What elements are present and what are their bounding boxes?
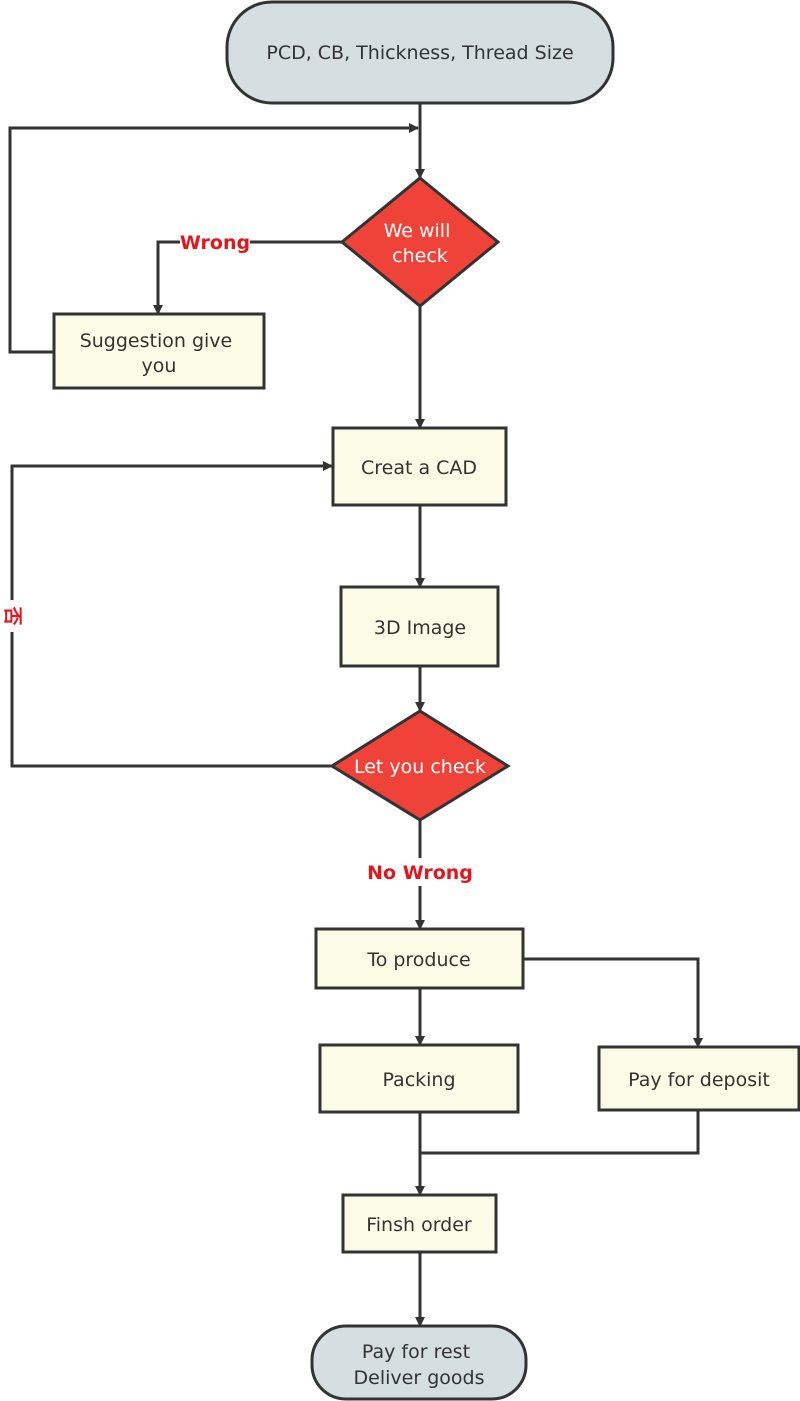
decision-let-you-check: Let you check — [329, 709, 511, 822]
edge-suggestion-loop-back — [8, 123, 419, 354]
3d-image-label: 3D Image — [374, 617, 466, 639]
edge-check1-wrong-to-suggestion — [153, 240, 342, 315]
to-produce-label: To produce — [366, 949, 470, 971]
packing-label: Packing — [382, 1069, 455, 1091]
finish-order-label: Finsh order — [366, 1214, 472, 1236]
pay-deposit-box: Pay for deposit — [597, 1045, 800, 1112]
edge-check2-no-loop — [10, 461, 333, 768]
decision-we-will-check-label: We will check — [384, 220, 457, 267]
start-terminal-label: PCD, CB, Thickness, Thread Size — [266, 42, 573, 64]
end-terminal: Pay for rest Deliver goods — [310, 1324, 528, 1401]
create-cad-label: Creat a CAD — [361, 457, 477, 479]
to-produce-box: To produce — [314, 927, 525, 990]
3d-image-box: 3D Image — [339, 585, 500, 668]
suggestion-box: Suggestion give you — [52, 312, 266, 390]
connectors — [8, 103, 703, 1327]
pay-deposit-label: Pay for deposit — [628, 1069, 770, 1091]
suggestion-box-label: Suggestion give you — [80, 330, 239, 377]
start-terminal: PCD, CB, Thickness, Thread Size — [225, 0, 615, 105]
edge-label-no: 否 — [2, 605, 24, 625]
end-terminal-label: Pay for rest Deliver goods — [354, 1341, 485, 1389]
decision-let-you-check-label: Let you check — [354, 756, 486, 778]
decision-we-will-check: We will check — [339, 176, 501, 308]
edge-deposit-merge — [420, 1110, 700, 1155]
edge-label-wrong: Wrong — [180, 232, 250, 254]
edge-label-no-wrong: No Wrong — [367, 862, 473, 884]
create-cad-box: Creat a CAD — [331, 426, 508, 507]
finish-order-box: Finsh order — [341, 1193, 498, 1254]
edge-produce-to-deposit — [523, 957, 703, 1048]
packing-box: Packing — [318, 1043, 520, 1114]
